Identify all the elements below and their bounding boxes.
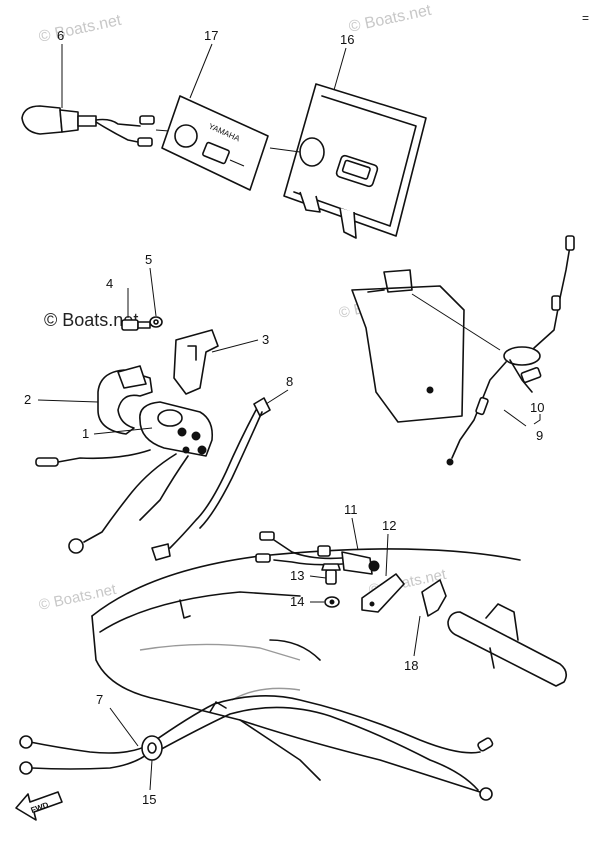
- callout-5: 5: [145, 252, 152, 267]
- callout-7: 7: [96, 692, 103, 707]
- part-4-bolt: [121, 319, 151, 331]
- callout-numbers: 6 17 16 5 4 3 2 1 8 10 9 11 12 13 14 18 …: [24, 28, 544, 807]
- callout-12: 12: [382, 518, 396, 533]
- callout-15: 15: [142, 792, 156, 807]
- callout-17: 17: [204, 28, 218, 43]
- callout-4: 4: [106, 276, 113, 291]
- part-5-washer: [149, 316, 163, 328]
- part-1-starter-solenoid: [35, 401, 214, 554]
- watermark-mid-left: © Boats.net: [44, 310, 138, 330]
- leader-lines: [37, 43, 541, 791]
- watermark-lower-left: © Boats.net: [37, 581, 118, 614]
- callout-1: 1: [82, 426, 89, 441]
- part-16-switch-box: [269, 83, 427, 239]
- part-13-screw: [321, 563, 341, 585]
- part-10-fuse: [520, 366, 542, 384]
- callout-10: 10: [530, 400, 544, 415]
- callout-3: 3: [262, 332, 269, 347]
- callout-13: 13: [290, 568, 304, 583]
- callout-11: 11: [344, 502, 358, 517]
- part-14-washer: [324, 596, 340, 608]
- part-2-clamp-band: [97, 365, 153, 435]
- part-7-wiring-harness: [19, 695, 494, 801]
- part-6-main-switch: [21, 105, 183, 147]
- part-3-bracket: [173, 329, 219, 395]
- watermark-top-right: © Boats.net: [347, 2, 433, 36]
- callout-14: 14: [290, 594, 304, 609]
- callout-16: 16: [340, 32, 354, 47]
- forward-direction-arrow: FWD: [15, 791, 63, 821]
- part-9-wiring-box: [351, 235, 575, 466]
- part-18-shift-lever: [421, 579, 568, 687]
- callout-2: 2: [24, 392, 31, 407]
- part-11-neutral-switch: [255, 531, 380, 575]
- watermark-top-left: © Boats.net: [37, 12, 123, 46]
- part-8-battery-cable: [151, 397, 271, 561]
- part-12-plate: [361, 573, 405, 613]
- callout-18: 18: [404, 658, 418, 673]
- callout-6: 6: [57, 28, 64, 43]
- callout-9: 9: [536, 428, 543, 443]
- callout-8: 8: [286, 374, 293, 389]
- part-17-switch-panel: YAMAHA: [161, 95, 269, 191]
- corner-mark: =: [582, 11, 589, 25]
- part-15-grommet: [141, 735, 163, 761]
